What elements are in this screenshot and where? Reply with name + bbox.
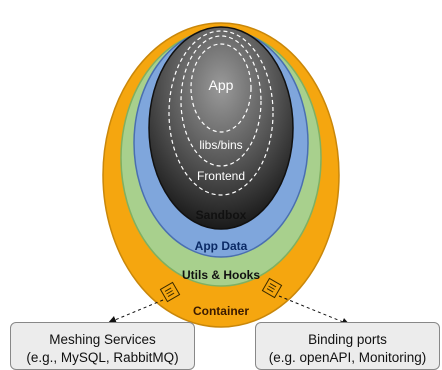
libs-bins-label: libs/bins bbox=[199, 138, 242, 152]
meshing-services-box bbox=[10, 322, 195, 370]
arrow-to-binding-ports bbox=[278, 295, 350, 326]
sandbox-label: Sandbox bbox=[196, 208, 247, 222]
app-label: App bbox=[209, 77, 234, 93]
app-dashed-ellipse bbox=[190, 43, 252, 133]
binding-ports-examples: (e.g. openAPI, Monitoring) bbox=[268, 350, 427, 365]
binding-ports-box bbox=[255, 322, 440, 370]
frontend-label: Frontend bbox=[197, 169, 245, 183]
port-icon-right bbox=[261, 277, 283, 299]
frontend-dashed-ellipse bbox=[168, 30, 274, 196]
binding-ports-title: Binding ports bbox=[308, 332, 387, 347]
sandbox-layer bbox=[148, 26, 294, 230]
arrow-to-meshing-services bbox=[108, 299, 164, 324]
libs-dashed-ellipse bbox=[180, 35, 262, 167]
utils-hooks-label: Utils & Hooks bbox=[182, 268, 260, 282]
meshing-services-examples: (e.g., MySQL, RabbitMQ) bbox=[26, 350, 179, 365]
meshing-services-title: Meshing Services bbox=[49, 332, 156, 347]
port-icon-left bbox=[159, 281, 181, 303]
container-label: Container bbox=[193, 304, 249, 318]
app-data-label: App Data bbox=[195, 239, 248, 253]
